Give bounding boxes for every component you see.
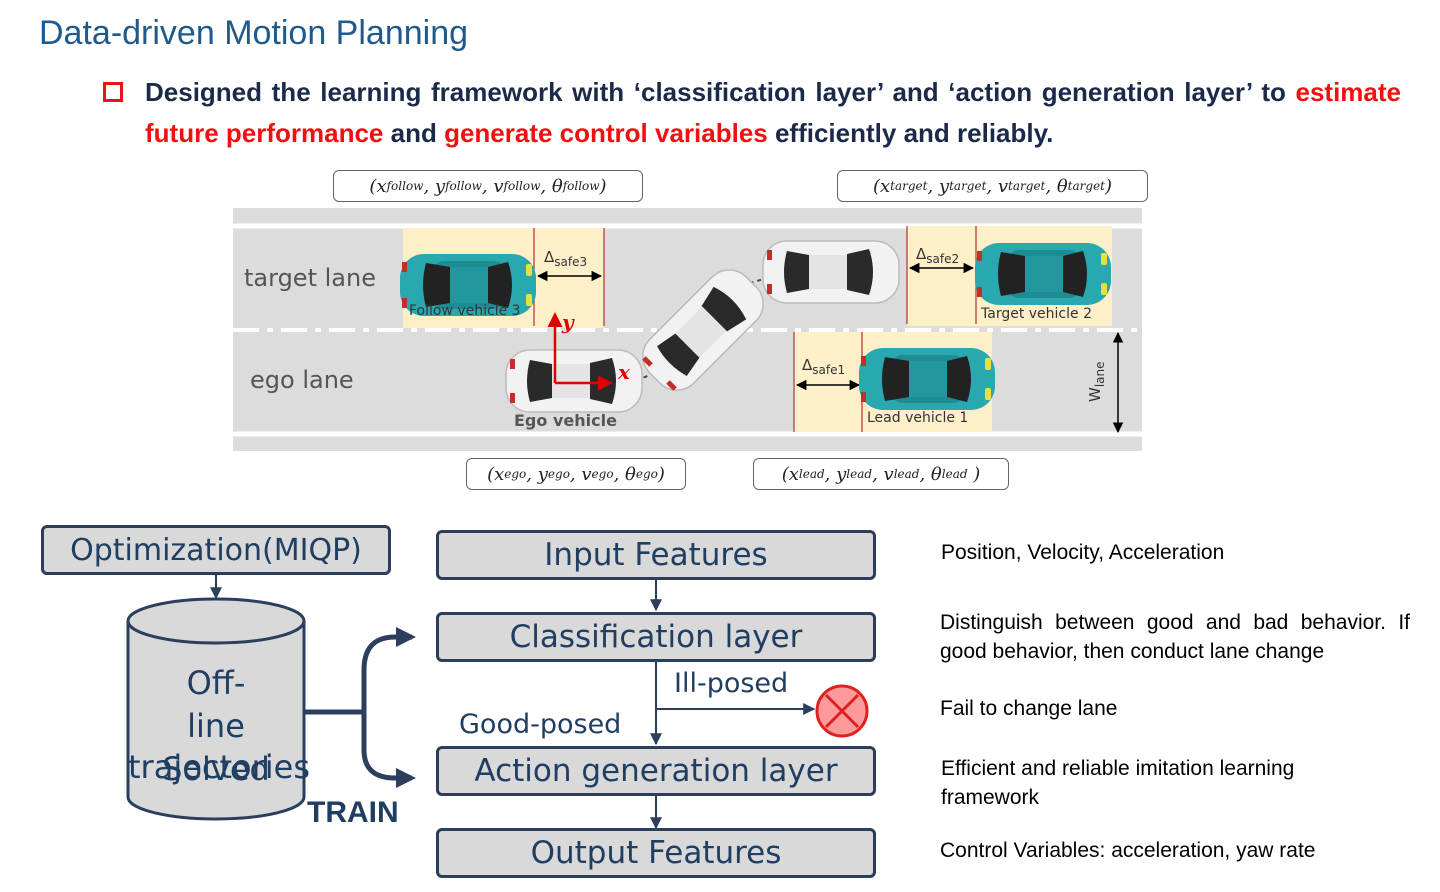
good-posed-label: Good-posed (459, 709, 622, 740)
offline-database (126, 621, 306, 821)
action-generation-box: Action generation layer (436, 746, 876, 796)
input-features-box: Input Features (436, 530, 876, 580)
output-features-box: Output Features (436, 828, 876, 878)
ego-vehicle-label: Ego vehicle (514, 411, 617, 430)
offline-trajectories-label: Off- line Solved (162, 664, 270, 788)
follow-vehicle-label: Follow vehicle 3 (409, 303, 521, 319)
bullet-text-part: and (383, 118, 445, 148)
target-lane-label: target lane (244, 264, 376, 292)
bullet-square-icon (103, 82, 123, 102)
page-title: Data-driven Motion Planning (39, 14, 469, 52)
ego-x-axis-label: x (618, 360, 630, 384)
ill-posed-label: Ill-posed (674, 668, 789, 699)
bullet-text: Designed the learning framework with ‘cl… (145, 72, 1401, 154)
ego-y-axis-label: y (562, 310, 574, 334)
optimization-box: Optimization(MIQP) (41, 525, 391, 575)
classification-description: Distinguish between good and bad behavio… (940, 611, 1410, 663)
delta-safe3: Δsafe3 (544, 248, 588, 269)
lead-vehicle-label: Lead vehicle 1 (867, 410, 969, 426)
bullet-emphasis-generate: generate control variables (444, 118, 768, 148)
output-description: Control Variables: acceleration, yaw rat… (940, 839, 1316, 862)
fail-description: Fail to change lane (940, 697, 1118, 720)
input-description: Position, Velocity, Acceleration (941, 541, 1225, 564)
bullet-text-part: Designed the learning framework with ‘cl… (145, 77, 1296, 107)
bullet-text-part: efficiently and reliably. (767, 118, 1054, 148)
classification-layer-box: Classification layer (436, 612, 876, 662)
offline-trajectories-label-last: trajectories (128, 748, 311, 786)
train-label: TRAIN (307, 796, 399, 829)
action-description: Efficient and reliable imitation learnin… (941, 757, 1295, 809)
delta-safe2: Δsafe2 (916, 245, 960, 266)
target-vehicle-label: Target vehicle 2 (981, 306, 1092, 322)
bullet-emphasis-estimate: estimate future performance (145, 77, 1401, 148)
ego-lane-label: ego lane (250, 366, 354, 394)
delta-safe1: Δsafe1 (802, 356, 846, 377)
